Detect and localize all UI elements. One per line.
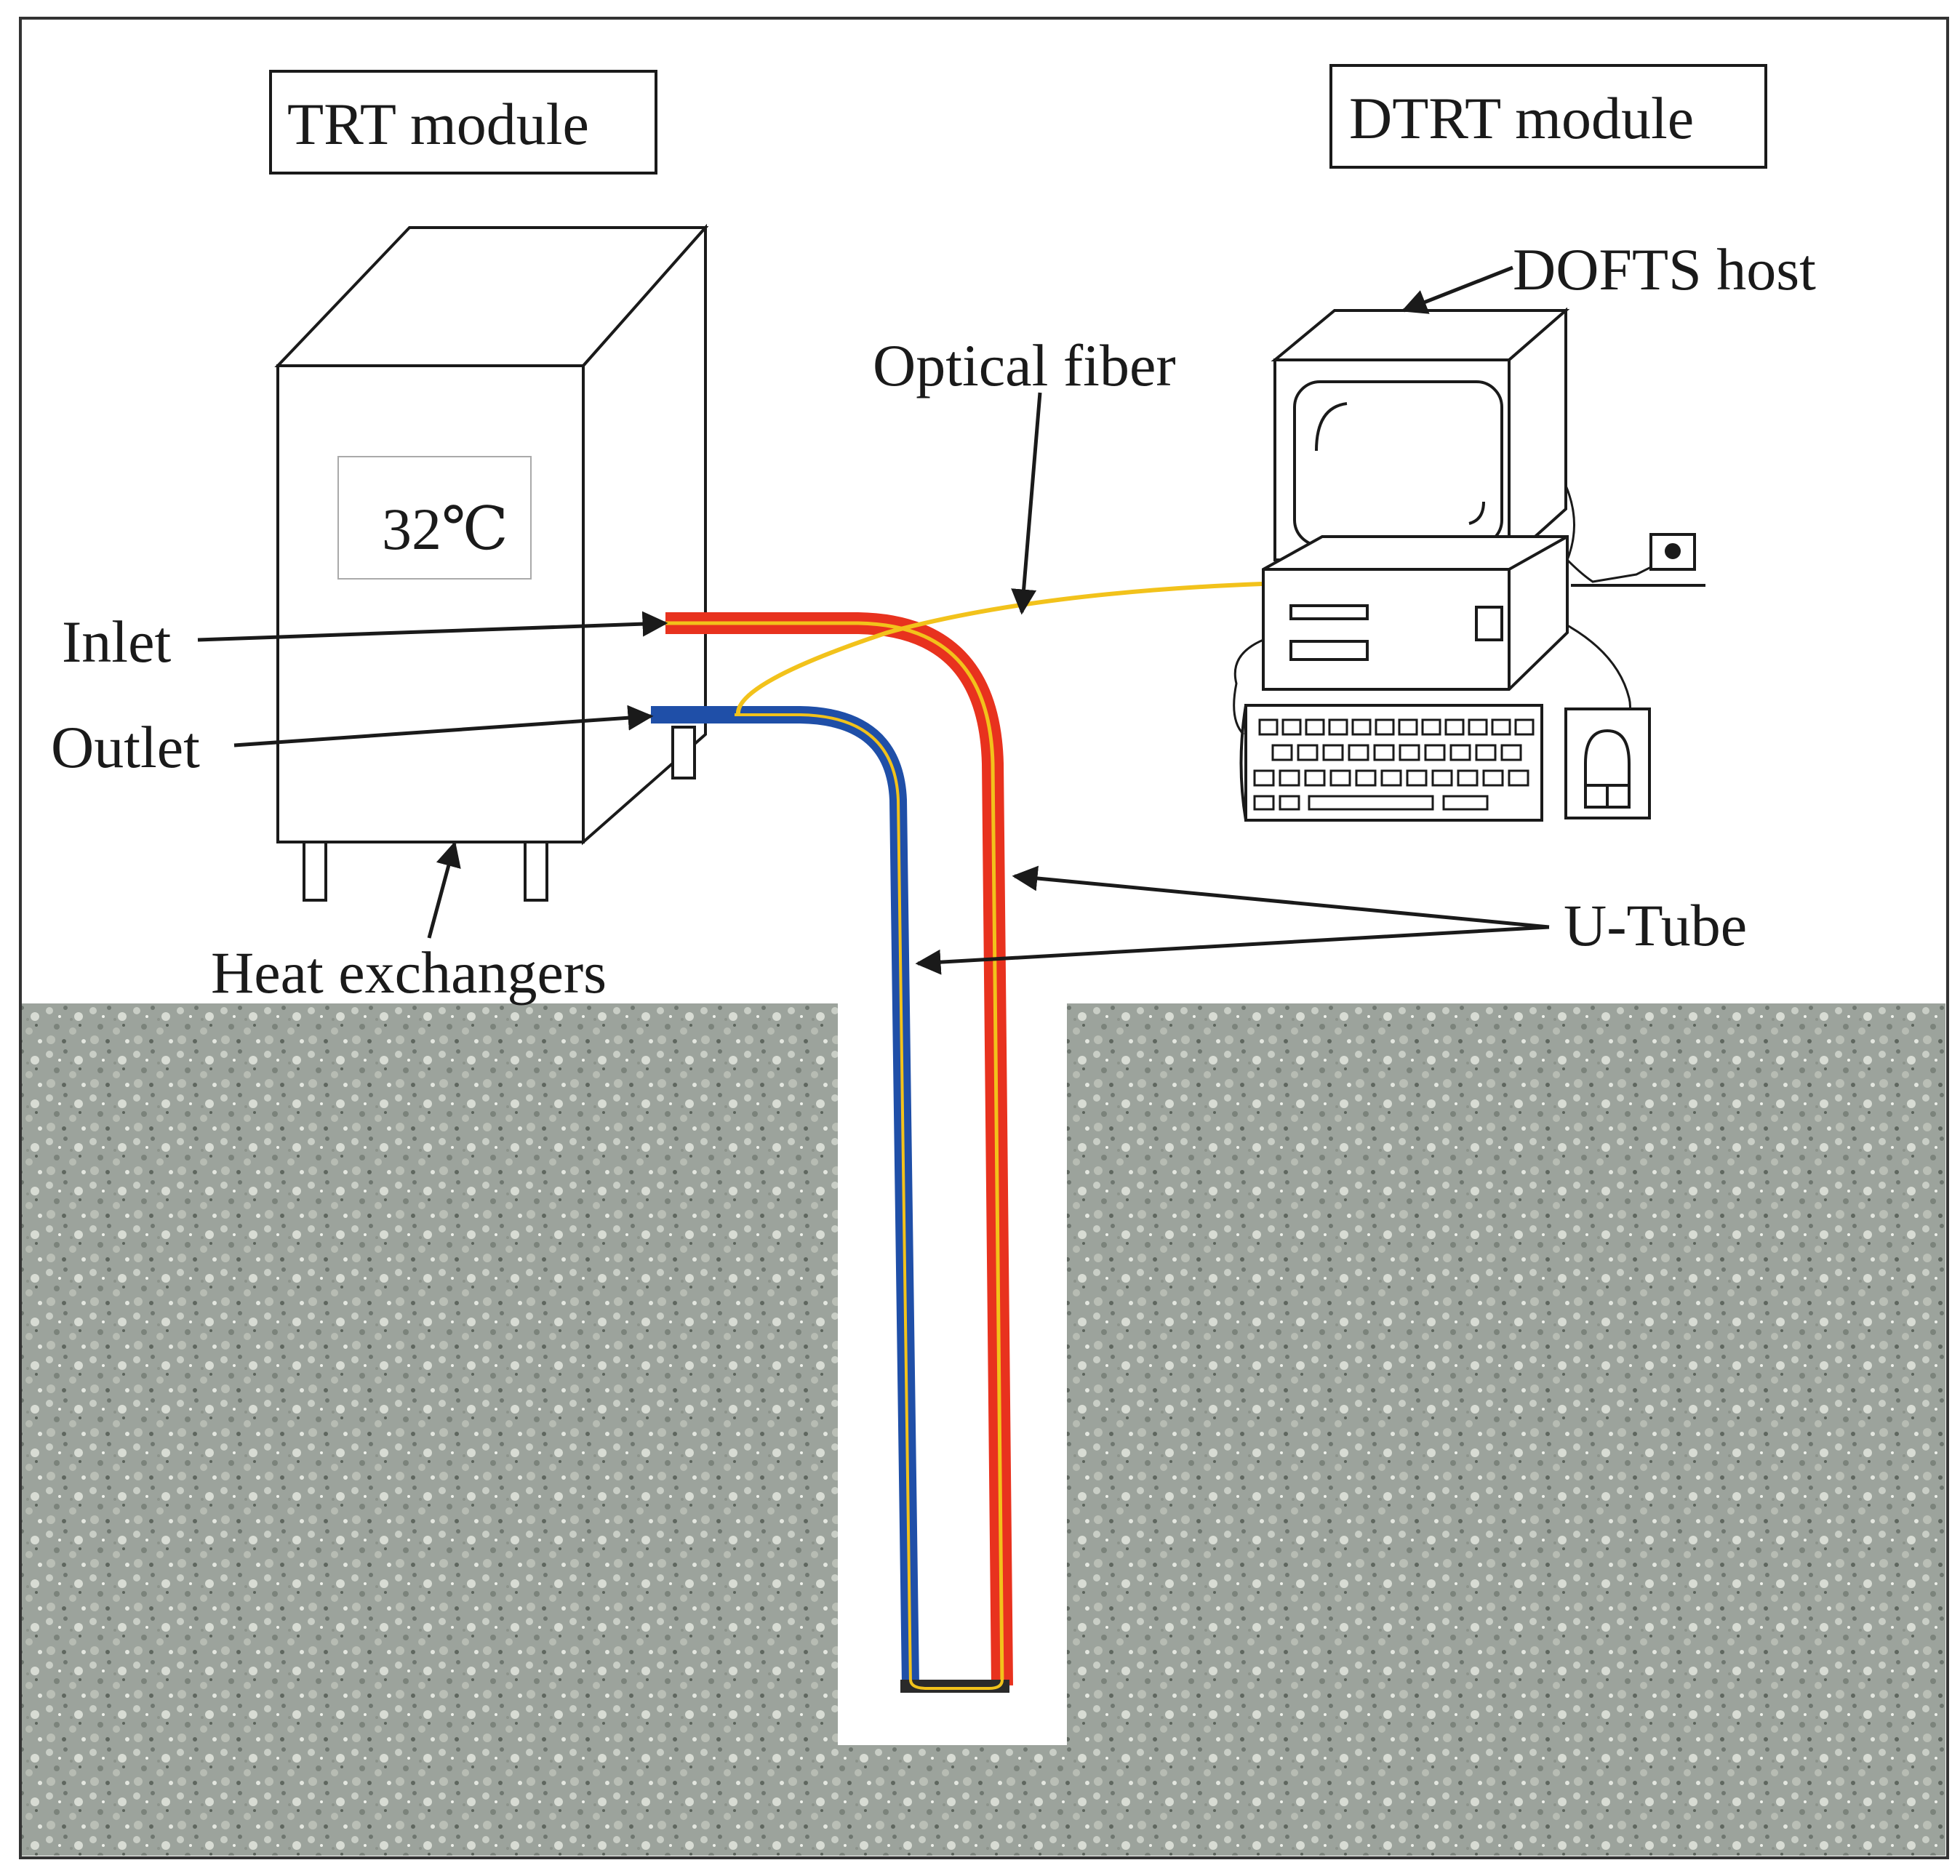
temperature-display	[337, 456, 532, 580]
display-temperature: 32℃	[382, 496, 508, 562]
dofts-host-label: DOFTS host	[1513, 236, 1816, 302]
soil-below-borehole	[838, 1745, 1067, 1856]
keyboard-key	[1444, 718, 1465, 736]
keyboard-icon	[1239, 704, 1543, 822]
keyboard-key	[1258, 718, 1279, 736]
trt-module-box	[269, 70, 657, 175]
trt-module-label: TRT module	[287, 91, 589, 157]
ground	[22, 1003, 1945, 1856]
keyboard-key	[1308, 795, 1434, 811]
keyboard-key	[1304, 769, 1326, 787]
hot-pipe-fiber	[665, 621, 1004, 1686]
keyboard-key	[1373, 744, 1395, 761]
keyboard-key	[1421, 718, 1441, 736]
arrows	[197, 265, 1550, 975]
keyboard-key	[1348, 744, 1369, 761]
keyboard-key	[1380, 769, 1402, 787]
power-socket-icon	[1571, 533, 1705, 587]
keyboard-key	[1329, 769, 1351, 787]
u-tube-arrow-cold	[915, 925, 1550, 975]
u-tube-label: U-Tube	[1564, 892, 1747, 958]
keyboard-key	[1279, 795, 1300, 811]
u-tube	[651, 612, 1013, 1693]
keyboard-key	[1297, 744, 1319, 761]
keyboard-key	[1279, 769, 1300, 787]
keyboard-key	[1482, 769, 1504, 787]
keyboard-key	[1514, 718, 1535, 736]
inlet-label: Inlet	[62, 609, 171, 675]
u-bend-fiber	[909, 1679, 1004, 1690]
keyboard-key	[1305, 718, 1325, 736]
keyboard-key	[1253, 795, 1275, 811]
keyboard-key	[1322, 744, 1344, 761]
computer-icon	[1262, 307, 1570, 691]
keyboard-key	[1491, 718, 1511, 736]
keyboard-keys	[1253, 718, 1535, 811]
inlet-arrow	[197, 611, 668, 642]
optical-fiber-arrow	[1011, 392, 1042, 615]
keyboard-key	[1475, 744, 1497, 761]
optical-fiber-line	[735, 582, 1263, 715]
mouse-icon	[1564, 707, 1651, 819]
keyboard-key	[1281, 718, 1302, 736]
keyboard-key	[1424, 744, 1446, 761]
soil-right	[1067, 1003, 1945, 1856]
keyboard-key	[1457, 769, 1479, 787]
keyboard-key	[1253, 769, 1275, 787]
keyboard-key	[1355, 769, 1377, 787]
dtrt-module-label: DTRT module	[1349, 85, 1694, 151]
heater-cabinet-icon	[274, 223, 709, 902]
keyboard-key	[1449, 744, 1471, 761]
heat-exchangers-label: Heat exchangers	[211, 939, 607, 1006]
keyboard-key	[1375, 718, 1395, 736]
keyboard-key	[1508, 769, 1529, 787]
keyboard-key	[1399, 744, 1420, 761]
soil-left	[22, 1003, 838, 1856]
u-tube-arrow-hot	[1012, 865, 1550, 929]
keyboard-key	[1271, 744, 1293, 761]
dtrt-module-box	[1329, 64, 1767, 169]
outlet-arrow	[233, 705, 654, 747]
dofts-host-arrow	[1401, 265, 1513, 314]
outlet-label: Outlet	[51, 714, 200, 780]
keyboard-key	[1406, 769, 1428, 787]
keyboard-key	[1500, 744, 1522, 761]
cold-pipe-fiber	[735, 713, 912, 1686]
heat-exchangers-arrow	[427, 841, 461, 939]
keyboard-key	[1468, 718, 1488, 736]
keyboard-key	[1431, 769, 1453, 787]
keyboard-key	[1398, 718, 1418, 736]
keyboard-key	[1442, 795, 1489, 811]
keyboard-key	[1328, 718, 1348, 736]
keyboard-key	[1351, 718, 1372, 736]
optical-fiber-label: Optical fiber	[873, 332, 1176, 398]
